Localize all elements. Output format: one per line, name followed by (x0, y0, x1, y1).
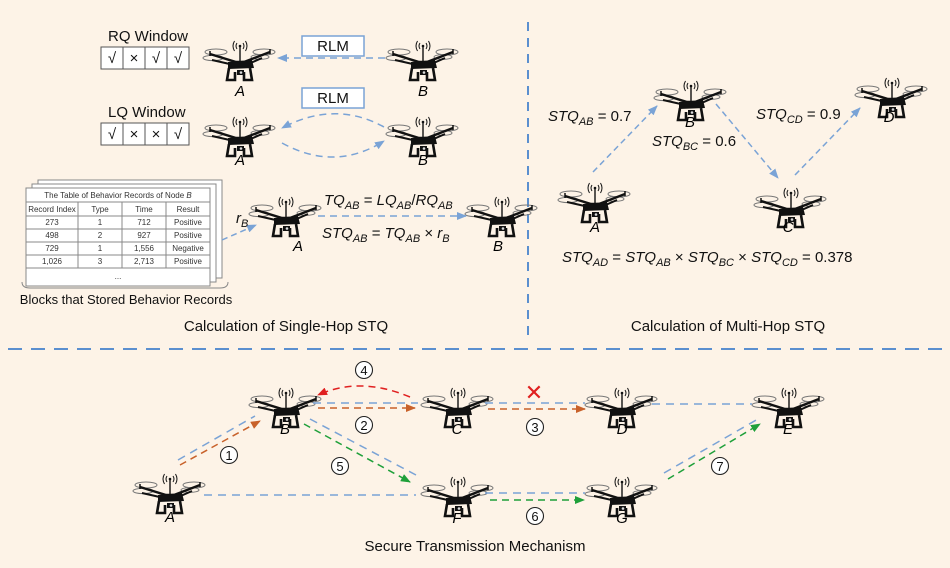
blocked-mark-icon: ✕ (525, 381, 543, 406)
table-cell: 712 (137, 218, 151, 227)
rlm-label: RLM (317, 38, 349, 55)
table-cell: Negative (172, 244, 204, 253)
table-brace (21, 281, 229, 289)
behavior-records-table: The Table of Behavior Records of Node B … (25, 179, 223, 287)
lq-cell: × (130, 126, 139, 143)
stq-cd-label: STQCD = 0.9 (756, 106, 841, 126)
drone-icon (201, 115, 277, 158)
rlm-curve-arrow (281, 113, 385, 129)
stq-ab-label: STQAB = 0.7 (548, 108, 631, 128)
table-header: Result (177, 205, 200, 214)
drone-icon (556, 181, 632, 224)
step-number: 7 (716, 459, 723, 474)
node-label: G (616, 510, 628, 527)
node-label: A (164, 509, 175, 526)
node-label: A (234, 152, 245, 169)
rlm-box (301, 35, 365, 57)
node-label: A (234, 83, 245, 100)
node-label: D (884, 109, 895, 126)
rq-window: √ × √ √ (100, 46, 190, 70)
drone-icon (384, 115, 460, 158)
drone-icon (201, 39, 277, 82)
table-cell: 273 (45, 218, 59, 227)
table-header: Type (91, 205, 109, 214)
node-label: B (280, 421, 290, 438)
node-label: C (452, 421, 463, 438)
step-number: 1 (225, 448, 232, 463)
secure-transmission-panel: A B C D E F G (131, 360, 826, 555)
node-label: C (783, 219, 794, 236)
route-green-ge (667, 423, 761, 480)
lq-window-label: LQ Window (108, 104, 186, 121)
node-label: B (418, 83, 428, 100)
node-label: B (418, 152, 428, 169)
node-label: E (783, 421, 794, 438)
multi-hop-panel: A B C D STQAB = 0.7 STQBC = 0.6 STQCD = … (548, 76, 929, 335)
step-number: 2 (360, 418, 367, 433)
node-label: B (685, 114, 695, 131)
step-number: 6 (531, 509, 538, 524)
rq-cell: × (130, 50, 139, 67)
route-red-cb (317, 385, 411, 398)
lq-window: √ × × √ (100, 122, 190, 146)
multi-hop-title: Calculation of Multi-Hop STQ (631, 318, 825, 335)
rlm-box (301, 87, 365, 109)
table-cell: Positive (174, 257, 203, 266)
table-cell: 1,556 (134, 244, 155, 253)
single-hop-panel: RQ Window √ × √ √ LQ Window √ × × √ A B (20, 28, 539, 335)
drone-icon (247, 195, 323, 238)
rlm-curve-arrow (281, 140, 385, 158)
rq-window-label: RQ Window (108, 28, 188, 45)
table-cell: 2,713 (134, 257, 155, 266)
step-number: 5 (336, 459, 343, 474)
route-green-bf (303, 423, 411, 483)
lq-cell: √ (108, 126, 117, 143)
table-cell: 1,026 (42, 257, 63, 266)
table-cell: 729 (45, 244, 59, 253)
stq-formula: STQAB = TQAB × rB (322, 225, 450, 245)
drone-icon (384, 39, 460, 82)
table-ellipsis: ... (115, 272, 122, 281)
single-hop-title: Calculation of Single-Hop STQ (184, 318, 388, 335)
table-cell: 3 (98, 257, 103, 266)
node-label: A (292, 238, 303, 255)
node-label: A (589, 219, 600, 236)
node-label: D (617, 421, 628, 438)
route-orange-ab (179, 420, 261, 466)
table-cell: 1 (98, 218, 103, 227)
edge-ab (592, 105, 658, 173)
blue-links (177, 402, 759, 496)
table-footer: Blocks that Stored Behavior Records (20, 292, 233, 307)
step-number: 3 (531, 420, 538, 435)
stq-ad-formula: STQAD = STQAB × STQBC × STQCD = 0.378 (562, 249, 852, 269)
table-cell: 1 (98, 244, 103, 253)
step-markers: 1 2 3 4 5 6 7 (219, 360, 730, 526)
drone-icon (131, 472, 207, 515)
secure-transmission-title: Secure Transmission Mechanism (365, 538, 586, 555)
table-header: Record Index (28, 205, 76, 214)
table-cell: 927 (137, 231, 151, 240)
node-label: B (493, 238, 503, 255)
table-cell: 498 (45, 231, 59, 240)
lq-cell: × (152, 126, 161, 143)
table-header: Time (135, 205, 153, 214)
node-label: F (452, 510, 462, 527)
tq-formula: TQAB = LQAB/RQAB (324, 192, 453, 212)
rq-cell: √ (174, 50, 183, 67)
drone-icon (463, 195, 539, 238)
table-caption: The Table of Behavior Records of Node B (44, 191, 192, 200)
rq-cell: √ (152, 50, 161, 67)
table-cell: Positive (174, 231, 203, 240)
edge-bc (715, 103, 779, 179)
rb-arrow (221, 224, 257, 241)
step-number: 4 (360, 363, 367, 378)
stq-bc-label: STQBC = 0.6 (652, 133, 736, 153)
table-cell: Positive (174, 218, 203, 227)
edge-cd (794, 107, 861, 176)
rb-label: rB (236, 210, 248, 230)
rlm-label: RLM (317, 90, 349, 107)
table-cell: 2 (98, 231, 103, 240)
rq-cell: √ (108, 50, 117, 67)
lq-cell: √ (174, 126, 183, 143)
